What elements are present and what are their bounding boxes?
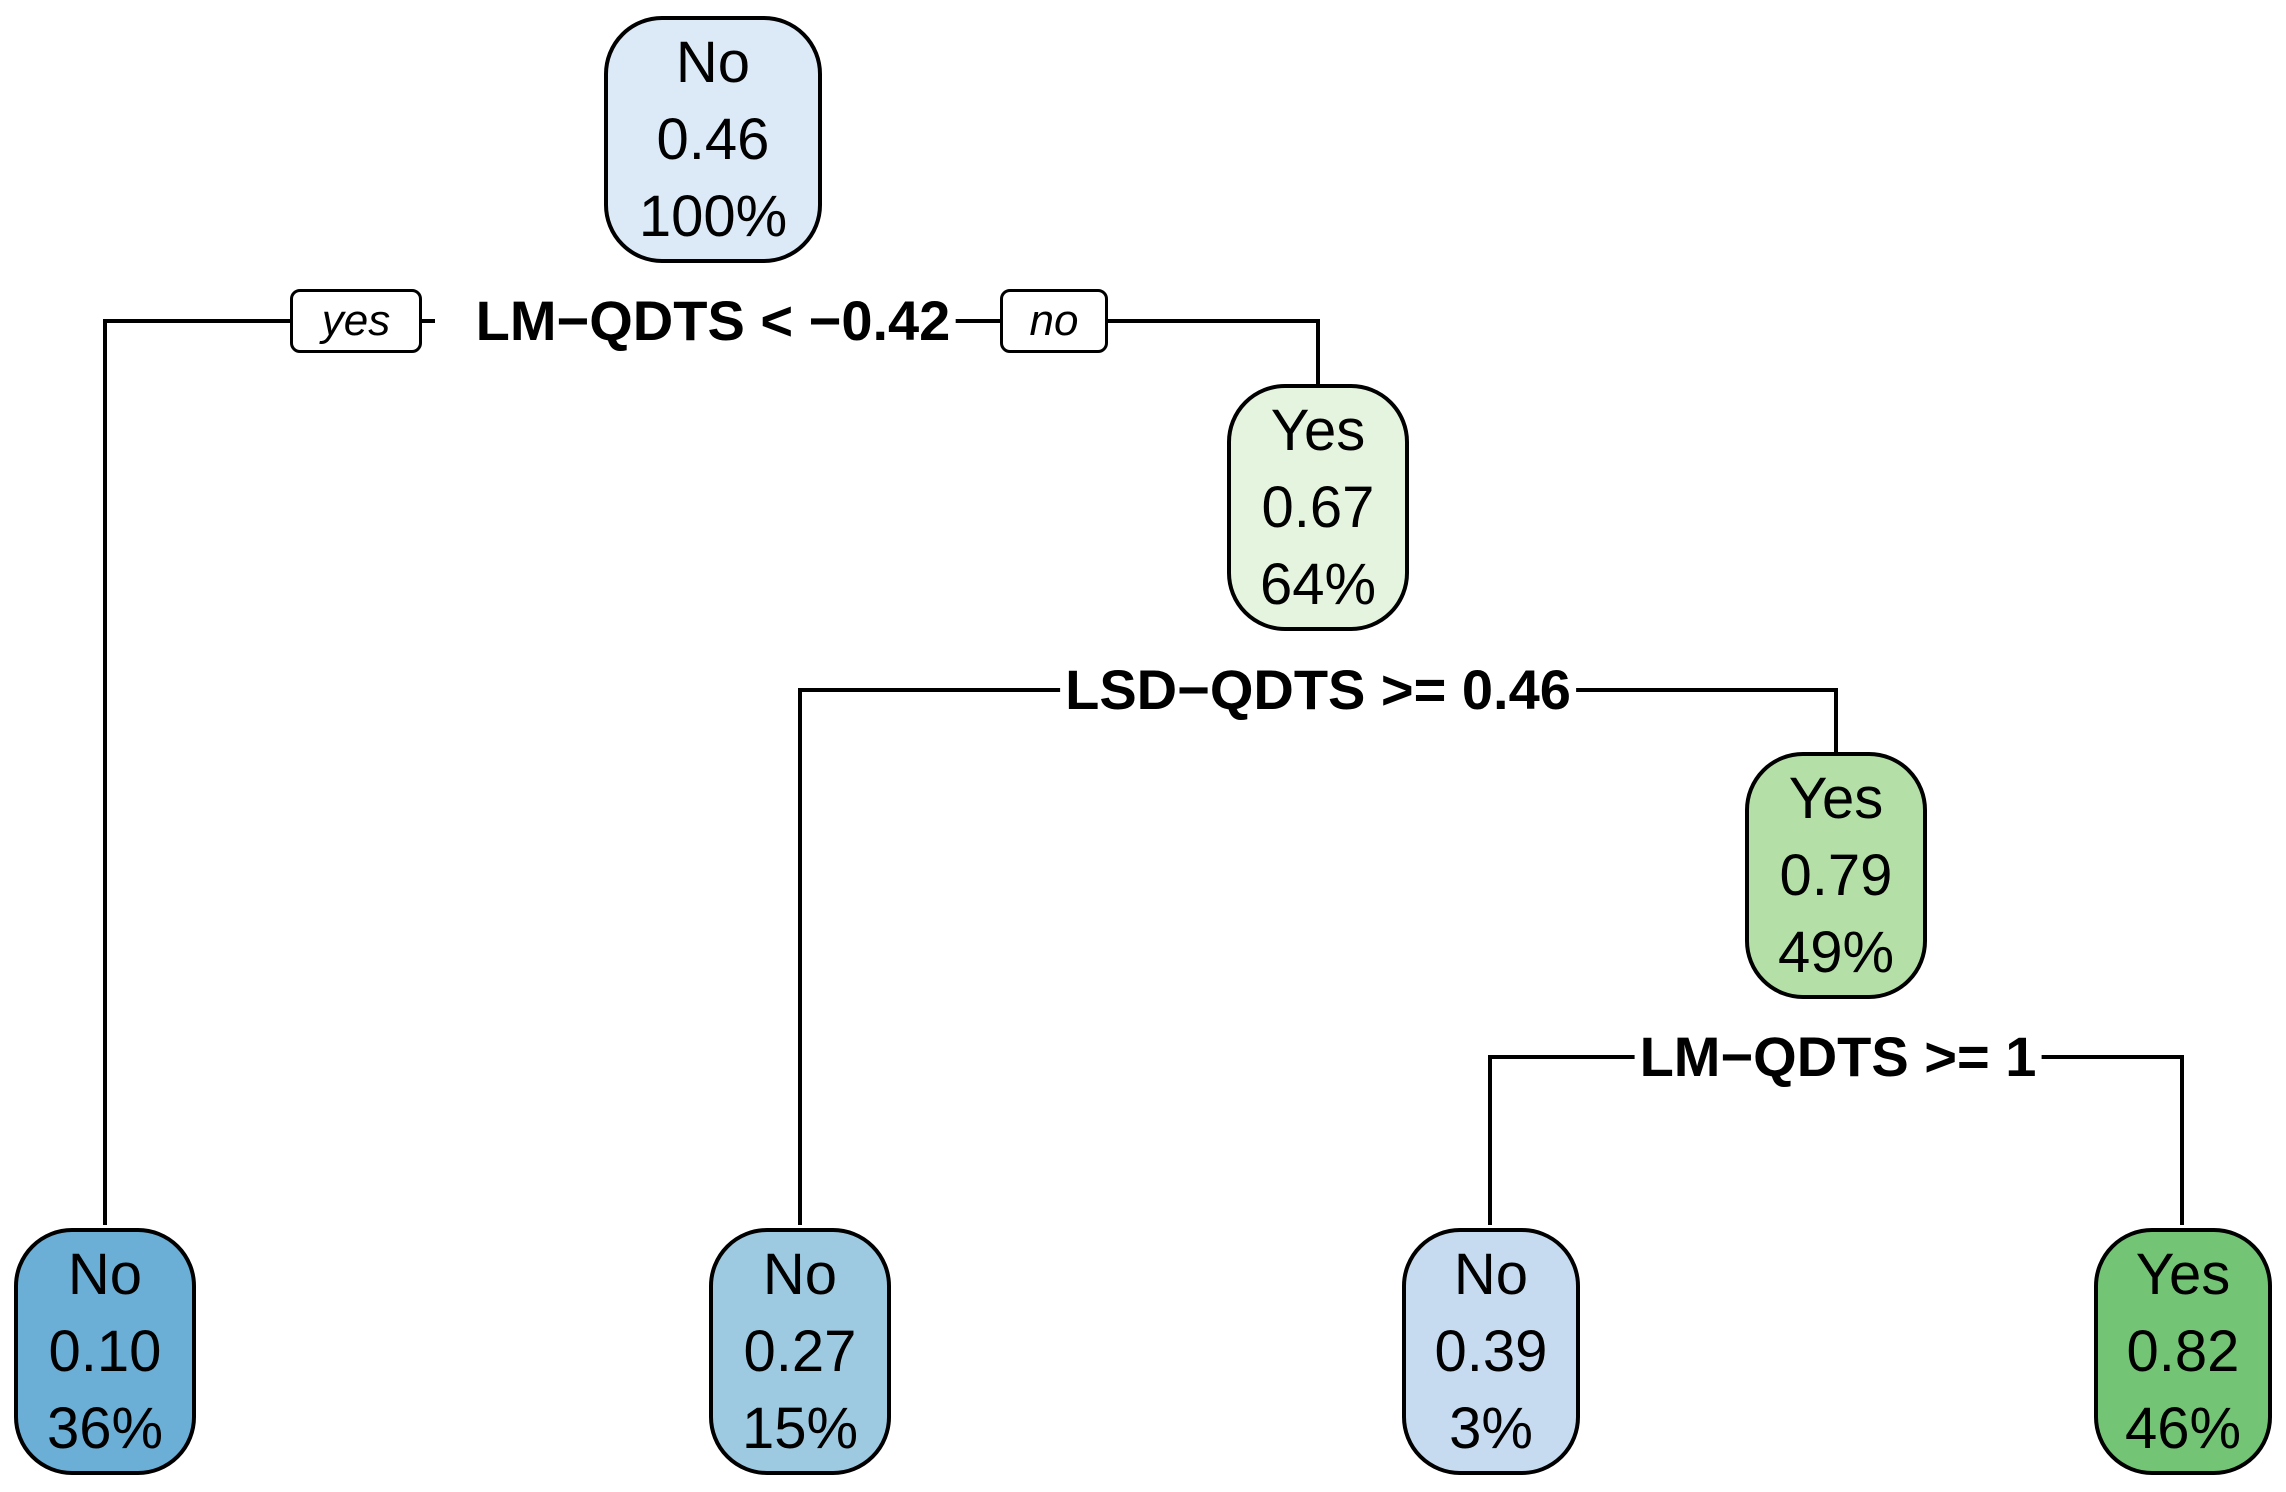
tree-node-2: Yes 0.67 64% (1227, 384, 1409, 631)
split-condition-2: LSD−QDTS >= 0.46 (1060, 653, 1576, 727)
edge-n2-left (798, 688, 1320, 1225)
node-class-label: No (762, 1242, 838, 1307)
node-percentage: 49% (1777, 920, 1895, 985)
node-class-label: Yes (1270, 398, 1366, 463)
node-probability: 0.27 (743, 1319, 857, 1384)
edge-label-yes: yes (290, 289, 422, 353)
node-class-label: No (1453, 1242, 1529, 1307)
split-condition-3: LM−QDTS >= 1 (1634, 1020, 2042, 1094)
tree-leaf-3: No 0.39 3% (1402, 1228, 1580, 1475)
node-class-label: Yes (2135, 1242, 2231, 1307)
node-percentage: 64% (1259, 552, 1377, 617)
tree-node-3: Yes 0.79 49% (1745, 752, 1927, 999)
node-percentage: 3% (1449, 1396, 1533, 1461)
node-class-label: No (67, 1242, 143, 1307)
tree-leaf-4: Yes 0.82 46% (2094, 1228, 2272, 1475)
node-class-label: No (675, 30, 751, 95)
node-probability: 0.39 (1434, 1319, 1548, 1384)
edge-label-no: no (1000, 289, 1108, 353)
edge-root-left (103, 319, 435, 1225)
node-percentage: 100% (638, 184, 788, 249)
node-probability: 0.46 (656, 107, 770, 172)
node-probability: 0.82 (2126, 1319, 2240, 1384)
tree-leaf-2: No 0.27 15% (709, 1228, 891, 1475)
node-probability: 0.10 (48, 1319, 162, 1384)
tree-node-root: No 0.46 100% (604, 16, 822, 263)
node-class-label: Yes (1788, 766, 1884, 831)
node-probability: 0.79 (1779, 843, 1893, 908)
node-percentage: 46% (2124, 1396, 2242, 1461)
split-condition-1: LM−QDTS < −0.42 (470, 284, 956, 358)
tree-leaf-1: No 0.10 36% (14, 1228, 196, 1475)
node-percentage: 36% (46, 1396, 164, 1461)
node-percentage: 15% (741, 1396, 859, 1461)
node-probability: 0.67 (1261, 475, 1375, 540)
